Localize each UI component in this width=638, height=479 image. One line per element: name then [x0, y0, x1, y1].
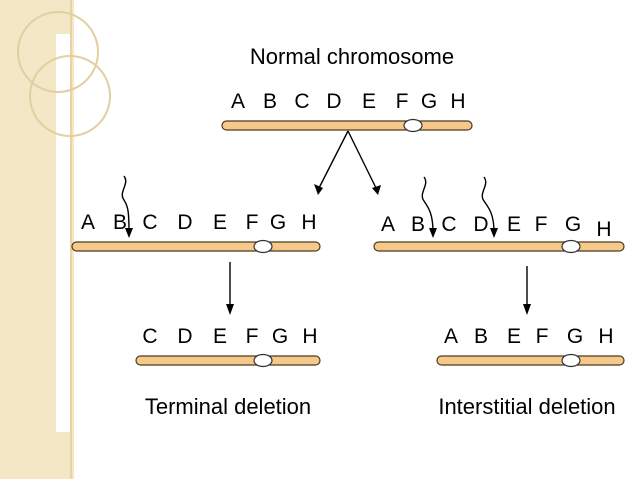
interstitial-deleted-chromosome — [436, 355, 625, 366]
split-arrows — [314, 130, 381, 195]
gene-label: A — [81, 211, 95, 234]
terminal-deleted-chromosome — [135, 355, 321, 366]
left-chromosome — [71, 241, 321, 252]
decorative-band-edge — [70, 0, 72, 479]
gene-label: A — [231, 90, 245, 113]
gene-label: C — [142, 211, 157, 234]
centromere — [253, 353, 273, 368]
gene-label: B — [113, 211, 127, 234]
gene-label: H — [598, 325, 613, 348]
gene-label: G — [565, 213, 581, 236]
gene-label: G — [272, 325, 288, 348]
gene-label: E — [362, 90, 376, 113]
decorative-band-inset — [56, 34, 70, 432]
gene-label: E — [213, 325, 227, 348]
centromere — [253, 239, 273, 254]
gene-label: D — [177, 211, 192, 234]
break-arrow — [421, 176, 437, 238]
break-arrow — [121, 175, 133, 238]
gene-label: F — [535, 213, 548, 236]
gene-label: F — [396, 90, 409, 113]
down-arrow-right — [523, 266, 531, 315]
interstitial-deletion-label: Interstitial deletion — [438, 394, 615, 419]
gene-label: D — [473, 213, 488, 236]
terminal-deletion-label: Terminal deletion — [145, 394, 311, 419]
gene-label: A — [444, 325, 458, 348]
right-chromosome — [373, 241, 625, 252]
break-arrow — [481, 176, 498, 238]
gene-label: D — [326, 90, 341, 113]
gene-label: E — [507, 325, 521, 348]
interstitial-gene-row: A B E F G H — [444, 325, 614, 348]
gene-label: H — [302, 325, 317, 348]
centromere — [561, 353, 581, 368]
normal-chromosome — [221, 120, 473, 131]
centromere — [561, 239, 581, 254]
normal-gene-row: A B C D E F G H — [231, 90, 466, 113]
gene-label: F — [246, 325, 259, 348]
gene-label: H — [301, 211, 316, 234]
gene-label: C — [142, 325, 157, 348]
gene-label: G — [421, 90, 437, 113]
terminal-gene-row: C D E F G H — [142, 325, 317, 348]
gene-label: F — [246, 211, 259, 234]
gene-label: E — [507, 213, 521, 236]
down-arrow-left — [226, 262, 234, 315]
gene-label: E — [213, 211, 227, 234]
gene-label: F — [536, 325, 549, 348]
right-gene-row: A B C D E F G H — [381, 213, 612, 241]
normal-chromosome-label: Normal chromosome — [250, 44, 454, 69]
gene-label: B — [263, 90, 277, 113]
gene-label: G — [270, 211, 286, 234]
centromere — [403, 118, 423, 133]
decorative-circle — [29, 55, 111, 137]
gene-label: H — [450, 90, 465, 113]
gene-label: H — [596, 218, 611, 241]
gene-label: C — [294, 90, 309, 113]
gene-label: C — [441, 213, 456, 236]
gene-label: G — [567, 325, 583, 348]
gene-label: B — [474, 325, 488, 348]
gene-label: D — [177, 325, 192, 348]
gene-label: B — [411, 213, 425, 236]
left-gene-row: A B C D E F G H — [81, 211, 317, 234]
gene-label: A — [381, 213, 395, 236]
decorative-circle — [17, 11, 99, 93]
